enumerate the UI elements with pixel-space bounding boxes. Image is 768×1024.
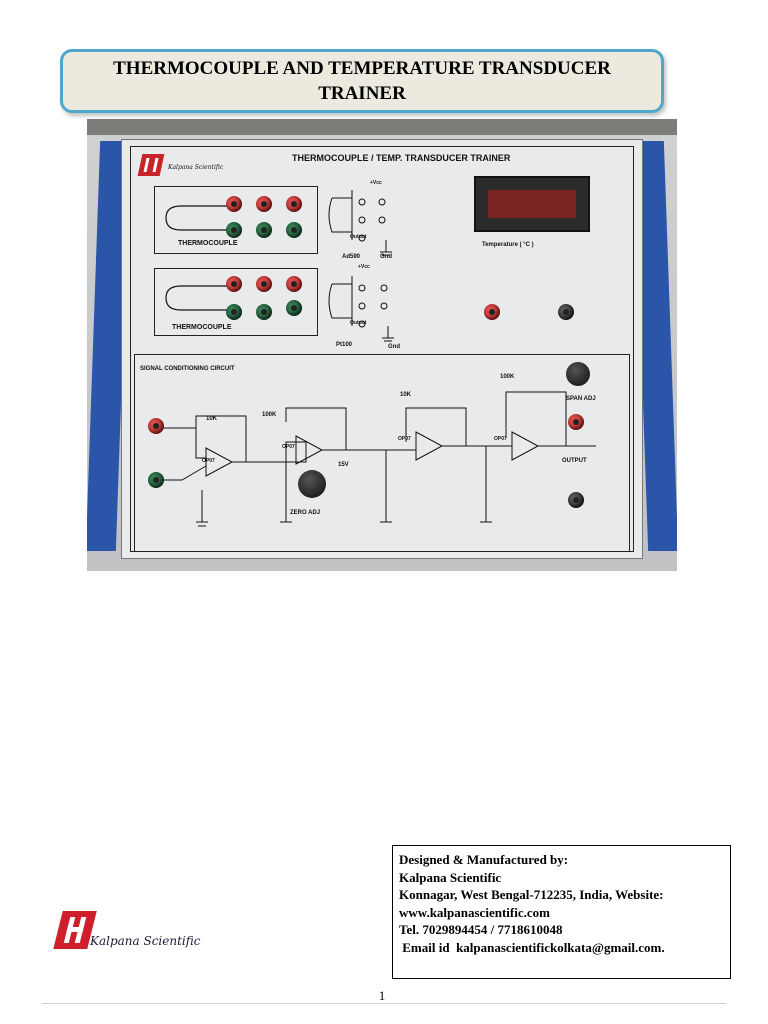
temperature-display [474,176,590,232]
tc2-green-jack-1[interactable] [226,304,242,320]
resistor-label-4: 100K [500,374,515,380]
ad590-label: Ad590 [342,254,361,260]
tc1-red-jack-1[interactable] [226,196,242,212]
output-red-jack[interactable] [568,414,584,430]
opamp-label-4: OP07 [494,436,507,442]
span-adj-label: SPAN ADJ [566,396,596,402]
footer-logo-text: Kalpana Scientific [90,934,201,948]
pt100-label: Pt100 [336,342,353,348]
tc1-green-jack-2[interactable] [256,222,272,238]
vcc-label-1: +Vcc [370,180,382,186]
tc1-red-jack-3[interactable] [286,196,302,212]
opamp-label-3: OP07 [398,436,411,442]
sensor-red-jack[interactable] [484,304,500,320]
faceplate: Kalpana Scientific THERMOCOUPLE / TEMP. … [121,139,643,559]
opamp-label-1: OP07 [202,458,215,464]
contact-website[interactable]: www.kalpanascientific.com [399,904,550,920]
vcc-label-2: +Vcc [358,264,370,270]
gnd-label-1: Gnd [380,254,392,260]
zero-adj-knob[interactable] [298,470,326,498]
span-adj-knob[interactable] [566,362,590,386]
thermocouple-symbol-1 [165,205,231,231]
contact-line-2: Kalpana Scientific [399,869,502,885]
signal-conditioning-box [134,354,630,552]
thermocouple-label-1: THERMOCOUPLE [178,240,238,247]
input-red-jack[interactable] [148,418,164,434]
thermocouple-box-1 [154,186,318,254]
tc1-green-jack-1[interactable] [226,222,242,238]
panel-brand: Kalpana Scientific [168,164,224,171]
thermocouple-box-2 [154,268,318,336]
signal-conditioning-schematic [162,391,596,527]
contact-email[interactable]: Email id kalpanascientifickolkata@gmail.… [399,939,665,955]
title-banner: THERMOCOUPLE AND TEMPERATURE TRANSDUCER … [60,49,664,113]
pt100-schematic [328,276,394,342]
trainer-photo: Kalpana Scientific THERMOCOUPLE / TEMP. … [87,119,677,571]
brand-logo-icon [137,154,165,176]
footer-rule [42,1003,726,1004]
contact-box: Designed & Manufactured by: Kalpana Scie… [392,845,731,979]
tc1-red-jack-2[interactable] [256,196,272,212]
supply-label: 15V [338,462,349,468]
tc2-green-jack-3[interactable] [286,300,302,316]
panel-title: THERMOCOUPLE / TEMP. TRANSDUCER TRAINER [292,153,511,163]
output-black-jack[interactable] [568,492,584,508]
sensor-black-jack[interactable] [558,304,574,320]
contact-line-3: Konnagar, West Bengal-712235, India, Web… [399,887,664,903]
tc2-red-jack-1[interactable] [226,276,242,292]
display-screen [488,190,576,218]
tc1-green-jack-3[interactable] [286,222,302,238]
thermocouple-label-2: THERMOCOUPLE [172,324,232,331]
resistor-label-2: 100K [262,412,277,418]
ad590-schematic [328,190,392,256]
thermocouple-symbol-2 [165,285,231,311]
resistor-label-1: 10K [206,416,218,422]
temperature-label: Temperature ( °C ) [482,242,534,248]
output-label-1: Output [350,234,367,240]
document-title: THERMOCOUPLE AND TEMPERATURE TRANSDUCER … [113,58,611,104]
opamp-label-2: OP07 [282,444,295,450]
tc2-green-jack-2[interactable] [256,304,272,320]
output-label: OUTPUT [562,458,587,464]
tc2-red-jack-2[interactable] [256,276,272,292]
gnd-label-2: Gnd [388,344,400,350]
input-green-jack[interactable] [148,472,164,488]
output-label-2: Output [350,320,367,326]
contact-phone: Tel. 7029894454 / 7718610048 [399,922,563,938]
zero-adj-label: ZERO ADJ [290,510,321,516]
tc2-red-jack-3[interactable] [286,276,302,292]
page-number: 1 [378,988,386,1003]
signal-conditioning-label: SIGNAL CONDITIONING CIRCUIT [140,366,235,372]
contact-line-1: Designed & Manufactured by: [399,852,569,867]
resistor-label-3: 10K [400,392,412,398]
